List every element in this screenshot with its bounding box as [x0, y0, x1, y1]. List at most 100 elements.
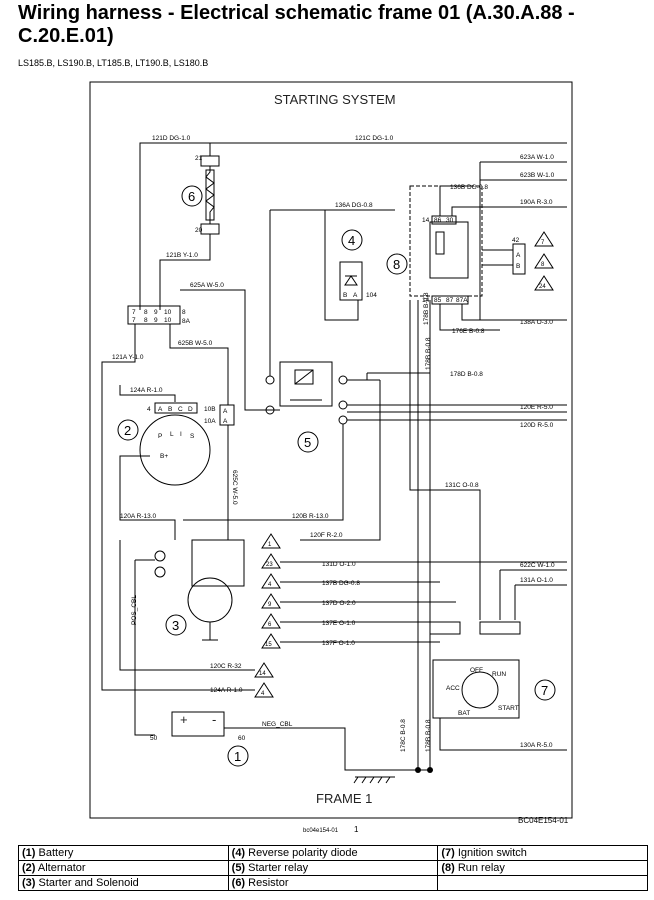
legend-cell: (4) Reverse polarity diode	[227, 845, 439, 861]
diagram-label: 120C R-32	[210, 663, 242, 670]
diagram-label: 15	[265, 642, 272, 648]
legend-row: (1) Battery (4) Reverse polarity diode (…	[18, 845, 648, 861]
diagram-label: 60	[238, 735, 246, 742]
diagram-label: 1	[268, 542, 272, 548]
diagram-label: +	[180, 712, 188, 727]
diagram-label: 121C DG-1.0	[355, 135, 394, 142]
diagram-label: 178B B-0.8	[425, 337, 432, 370]
frame-label: FRAME 1	[316, 791, 372, 806]
page-title: Wiring harness - Electrical schematic fr…	[18, 2, 575, 47]
diagram-label: 8A	[182, 318, 191, 325]
diagram-label: 8	[144, 309, 148, 316]
diagram-label: 8	[144, 317, 148, 324]
diagram-label: START	[498, 705, 519, 712]
diagram-label: 10A	[204, 418, 216, 425]
run-relay-8: 8 14 86 30 14 85 87 87A	[386, 185, 483, 305]
legend-row: (2) Alternator (5) Starter relay (8) Run…	[18, 860, 648, 876]
diagram-label: 121A Y-1.0	[112, 354, 144, 361]
diagram-label: 14	[259, 671, 266, 677]
diagram-label: 7	[132, 309, 136, 316]
ground-symbol	[353, 776, 395, 784]
starter-solenoid-3: 3	[154, 539, 245, 641]
diagram-label: 4	[261, 691, 265, 697]
diagram-label: 137F O-1.0	[322, 640, 355, 647]
legend-cell: (5) Starter relay	[227, 860, 439, 876]
legend-cell: (3) Starter and Solenoid	[18, 875, 229, 891]
diagram-label: I	[180, 431, 182, 438]
diagram-label: 120B R-13.0	[292, 513, 329, 520]
caption: bc04e154-01	[303, 828, 339, 834]
starter-relay-5: 5	[265, 361, 348, 453]
diagram-label: C	[178, 406, 183, 413]
legend-cell	[437, 875, 648, 891]
diagram-label: 190A R-3.0	[520, 199, 553, 206]
diagram-label: 2	[124, 423, 131, 438]
diagram-label: 7	[541, 240, 545, 246]
diagram-label: 120D R-5.0	[520, 422, 554, 429]
diagram-label: 30	[446, 217, 454, 224]
diagram-label: 176E B-0.8	[452, 328, 485, 335]
diagram-label: 23	[266, 562, 273, 568]
diagram-label: D	[188, 406, 193, 413]
diagram-label: 137E O-1.0	[322, 620, 356, 627]
diagram-label: 6	[188, 189, 195, 204]
diagram-label: 120F R-2.0	[310, 532, 343, 539]
diagram-label: 622C W-1.0	[520, 562, 555, 569]
diagram-label: 121B Y-1.0	[166, 252, 198, 259]
diagram-label: 623A W-1.0	[520, 154, 554, 161]
diagram-label: 10	[164, 317, 172, 324]
diagram-label: 124A R-1.0	[130, 387, 163, 394]
alternator-2: 4 A B C D P L I S B+ 2	[117, 402, 211, 486]
diagram-label: RUN	[492, 671, 506, 678]
diagram-label: 10	[164, 309, 172, 316]
battery-1: + - 1 50 60	[150, 711, 249, 767]
diagram-label: 4	[268, 582, 272, 588]
diagram-label: 85	[434, 297, 442, 304]
diagram-label: A	[353, 292, 358, 299]
diagram-label: 10B	[204, 406, 216, 413]
diagram-label: 3	[172, 618, 179, 633]
diagram-label: 7	[132, 317, 136, 324]
diagram-label: ACC	[446, 685, 460, 692]
diagram-label: A	[223, 418, 228, 425]
diagram-label: -	[212, 712, 216, 727]
diagram-label: 131C O-0.8	[445, 482, 479, 489]
diagram-label: 7	[541, 683, 548, 698]
diagram-label: 120E R-5.0	[520, 404, 553, 411]
legend-cell: (8) Run relay	[437, 860, 648, 876]
diagram-label: 104	[366, 292, 377, 299]
diagram-label: 136A DG-0.8	[335, 202, 373, 209]
diagram-label: B+	[160, 453, 168, 460]
legend-cell: (2) Alternator	[18, 860, 229, 876]
diagram-label: 87	[446, 297, 454, 304]
diagram-label: 8	[182, 309, 186, 316]
diagram-label: 14	[422, 297, 430, 304]
diagram-label: 21	[195, 155, 203, 162]
diagram-label: B	[516, 263, 520, 270]
legend-row: (3) Starter and Solenoid (6) Resistor	[18, 875, 648, 891]
diagram-label: 86	[434, 217, 442, 224]
diagram-label: NEG_CBL	[262, 721, 293, 728]
diagram-label: 14	[422, 217, 430, 224]
diagram-label: A	[516, 252, 521, 259]
ref-code: BC04E154-01	[518, 816, 569, 825]
diagram-label: 138A O-3.0	[520, 319, 553, 326]
diagram-label: 178D B-0.8	[450, 371, 483, 378]
connector-7-10: 7 8 9 10 7 8 9 10 8 8A	[127, 305, 191, 325]
diagram-label: A	[158, 406, 163, 413]
diagram-label: 9	[154, 317, 158, 324]
diagram-label: OFF	[470, 667, 483, 674]
diagram-label: 4	[147, 406, 151, 413]
reverse-polarity-diode-4: 4 B A 104	[339, 229, 377, 301]
diagram-label: 50	[150, 735, 158, 742]
diagram-label: P	[158, 433, 162, 440]
diagram-label: 9	[268, 602, 272, 608]
wiring-schematic: STARTING SYSTEM FRAME 1 BC04E154-01 bc04…	[89, 81, 573, 834]
diagram-label: 131A O-1.0	[520, 577, 553, 584]
diagram-label: L	[170, 431, 174, 438]
diagram-label: 4	[348, 233, 355, 248]
diagram-label: 120A R-13.0	[120, 513, 157, 520]
legend-cell: (7) Ignition switch	[437, 845, 648, 861]
diagram-label: 131D O-1.0	[322, 561, 356, 568]
model-list: LS185.B, LS190.B, LT185.B, LT190.B, LS18…	[18, 58, 209, 68]
